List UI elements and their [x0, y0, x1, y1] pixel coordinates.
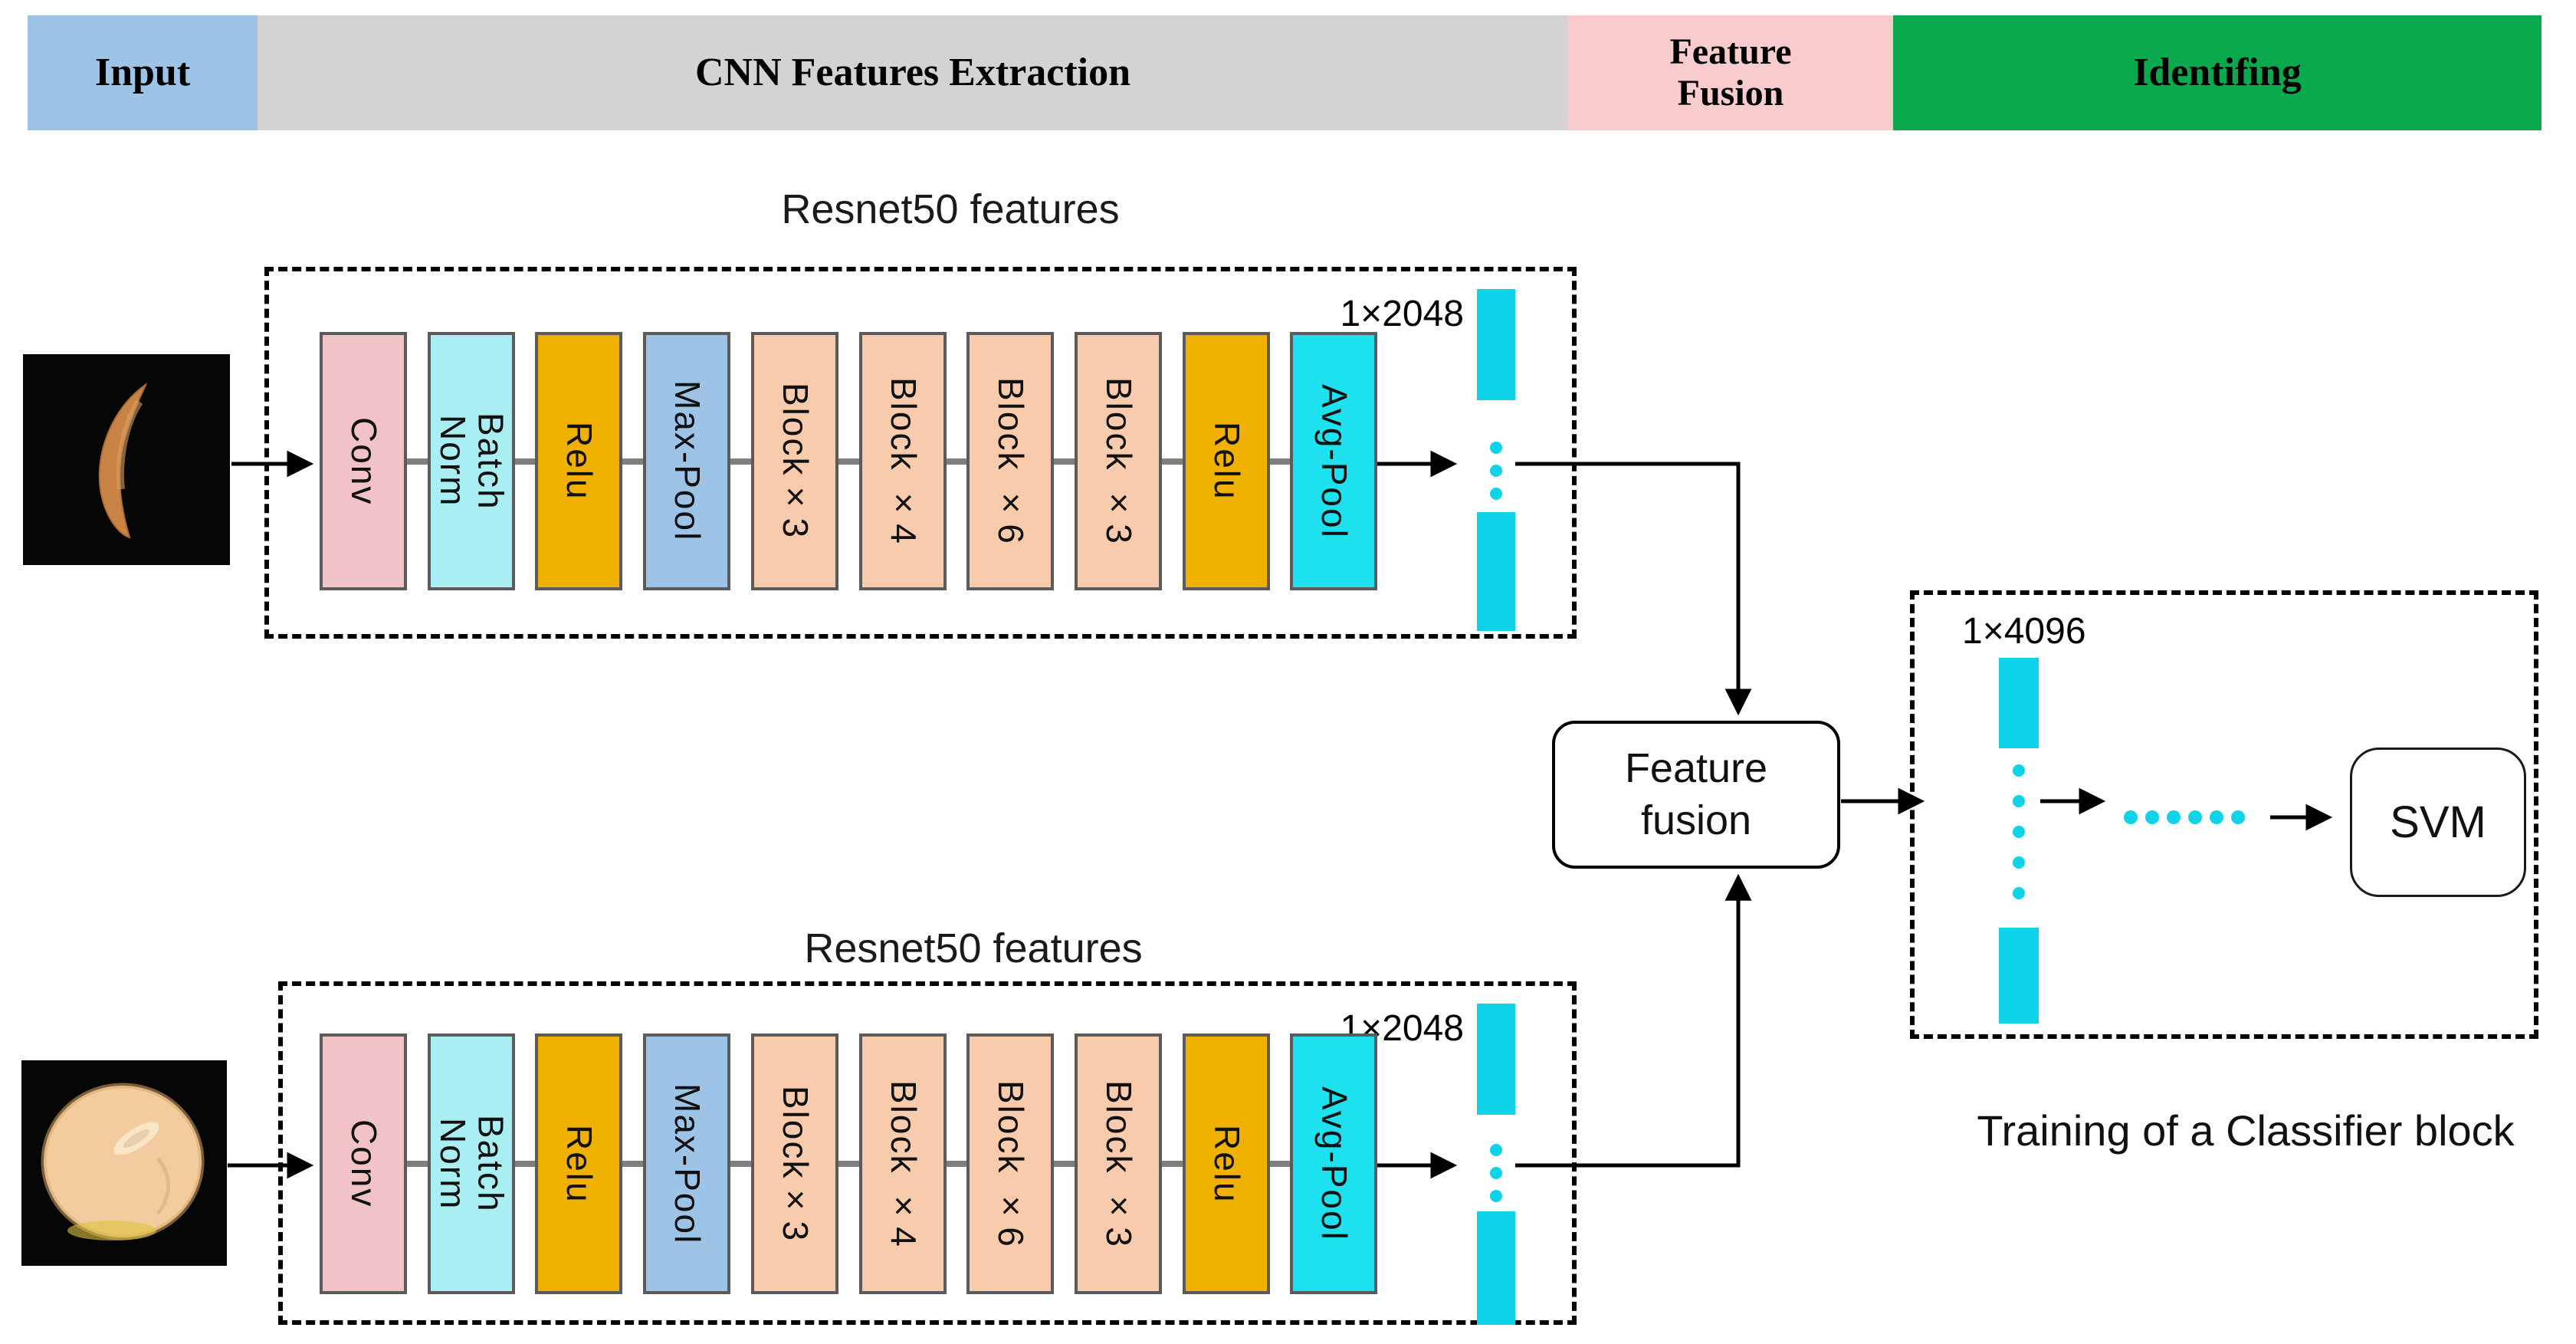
feature-vector-bar — [1477, 512, 1515, 631]
pipeline-block-label: Batch Norm — [433, 412, 511, 511]
feature-vector-bar — [1477, 289, 1515, 400]
pipeline-block-label: Conv — [343, 1119, 384, 1208]
pipeline-block-block-3: Block×3 — [751, 332, 838, 590]
pipeline-block-max-pool: Max-Pool — [643, 1033, 730, 1294]
pipeline-block-conv: Conv — [320, 332, 407, 590]
pipeline-block-label: Block ×3 — [1098, 1079, 1139, 1248]
pipeline-block-batch-norm: Batch Norm — [428, 1033, 515, 1294]
pipeline-block-label: Block ×4 — [883, 1079, 924, 1248]
pipeline-block-label: Batch Norm — [433, 1115, 511, 1213]
pipeline-block-conv: Conv — [320, 1033, 407, 1294]
pipeline-block-label: Avg-Pool — [1314, 383, 1354, 539]
pipeline-block-avg-pool: Avg-Pool — [1290, 1033, 1377, 1294]
pipeline-connector-line — [363, 1161, 1344, 1167]
pipeline-block-relu: Relu — [1183, 1033, 1270, 1294]
fused-vector-bar — [1999, 658, 2039, 748]
pipeline-block-relu: Relu — [1183, 332, 1270, 590]
pipeline-block-avg-pool: Avg-Pool — [1290, 332, 1377, 590]
feature-vector-bar — [1477, 1211, 1515, 1325]
pipeline-block-label: Block ×6 — [990, 377, 1031, 545]
pipeline-block-block-4: Block ×4 — [859, 1033, 947, 1294]
header-segment-cnn-features: CNN Features Extraction — [258, 15, 1568, 130]
pipeline-block-block-3: Block ×3 — [1075, 1033, 1162, 1294]
pipeline-block-max-pool: Max-Pool — [643, 332, 730, 590]
pipeline-block-batch-norm: Batch Norm — [428, 332, 515, 590]
pipeline-block-relu: Relu — [535, 332, 622, 590]
resnet50-pipeline-bottom: Conv Batch Norm Relu Max-Pool Block×3 Block ×… — [320, 1033, 1388, 1294]
classifier-caption: Training of a Classifier block — [1977, 1106, 2515, 1155]
header-segment-identifying: Identifing — [1893, 15, 2542, 130]
classifier-group-box — [1910, 590, 2538, 1039]
feature-fusion-node: Feature fusion — [1552, 721, 1840, 869]
pipeline-block-block-6: Block ×6 — [966, 332, 1054, 590]
pipeline-block-label: Relu — [1206, 1124, 1247, 1204]
resnet50-title-bottom: Resnet50 features — [804, 925, 1143, 971]
vector-size-label-top: 1×2048 — [1340, 294, 1464, 334]
vector-size-label-classifier: 1×4096 — [1962, 611, 2086, 652]
pipeline-block-block-3: Block×3 — [751, 1033, 838, 1294]
pipeline-block-label: Avg-Pool — [1314, 1086, 1354, 1241]
header-segment-input: Input — [28, 15, 258, 130]
resnet50-title-top: Resnet50 features — [781, 186, 1120, 232]
pipeline-block-label: Relu — [559, 422, 599, 501]
pipeline-block-label: Block ×3 — [1098, 377, 1139, 545]
svm-node: SVM — [2350, 748, 2526, 897]
seed-input-image — [21, 1060, 227, 1270]
larva-input-image — [23, 354, 230, 569]
seed-hilum — [113, 1122, 159, 1155]
pipeline-block-label: Block×3 — [775, 383, 815, 540]
pipeline-block-label: Block ×6 — [990, 1079, 1031, 1248]
pipeline-block-label: Relu — [1206, 422, 1247, 501]
pipeline-block-label: Max-Pool — [667, 380, 707, 542]
seed-body — [44, 1086, 202, 1237]
pipeline-block-label: Max-Pool — [667, 1083, 707, 1245]
pipeline-block-block-4: Block ×4 — [859, 332, 947, 590]
pipeline-block-label: Relu — [559, 1124, 599, 1204]
pipeline-block-label: Block ×4 — [883, 377, 924, 545]
resnet50-pipeline-top: Conv Batch Norm Relu Max-Pool Block×3 Block ×… — [320, 332, 1388, 590]
feature-vector-bar — [1477, 1004, 1515, 1115]
pipeline-connector-line — [363, 458, 1344, 465]
resnet50-group-box-top — [264, 267, 1577, 639]
pipeline-block-block-3: Block ×3 — [1075, 332, 1162, 590]
pipeline-block-block-6: Block ×6 — [966, 1033, 1054, 1294]
fused-vector-bar — [1999, 928, 2039, 1024]
pipeline-block-relu: Relu — [535, 1033, 622, 1294]
header-segment-feature-fusion: Feature Fusion — [1568, 15, 1893, 130]
pipeline-block-label: Block×3 — [775, 1085, 815, 1243]
pipeline-block-label: Conv — [343, 416, 384, 506]
